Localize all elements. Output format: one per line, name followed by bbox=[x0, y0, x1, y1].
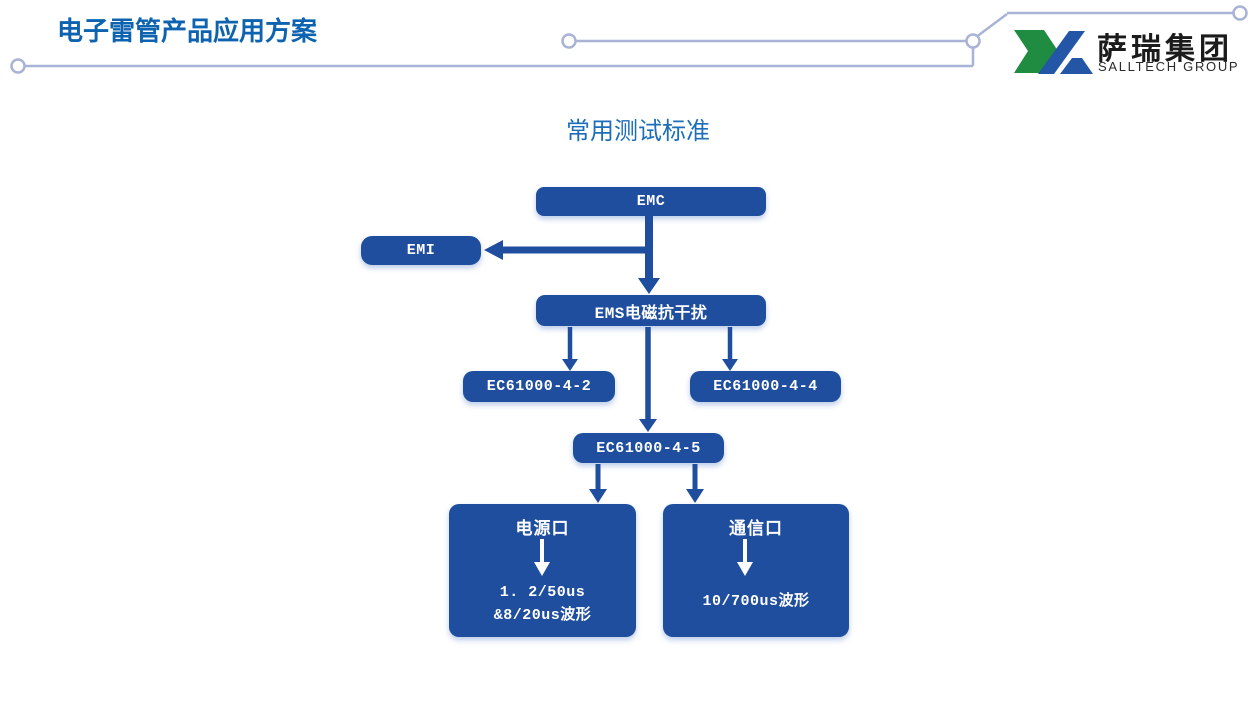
node-ec61000-4-4-label: EC61000-4-4 bbox=[713, 378, 818, 395]
comm-port-label: 通信口 bbox=[729, 521, 783, 540]
logo-company-name-en: SALLTECH GROUP bbox=[1098, 59, 1240, 74]
node-emc-label: EMC bbox=[636, 193, 666, 210]
node-ems: EMS电磁抗干扰 bbox=[536, 295, 766, 326]
connector-ems-to-ec2 bbox=[562, 327, 578, 371]
connector-emc-to-emi bbox=[484, 240, 652, 260]
power-port-waveform-line1: 1. 2/50us bbox=[499, 584, 586, 601]
logo-company-name-cn: 萨瑞集团 bbox=[1097, 33, 1233, 66]
node-emc: EMC bbox=[536, 187, 766, 216]
page-title: 电子雷管产品应用方案 bbox=[57, 16, 318, 46]
comm-port-waveform-line1: 10/700us波形 bbox=[702, 592, 810, 610]
node-power-port: 电源口 1. 2/50us &8/20us波形 bbox=[449, 504, 636, 637]
connector-ec5-to-power bbox=[589, 464, 607, 503]
node-emi: EMI bbox=[361, 236, 481, 265]
salltech-logo-icon bbox=[1014, 30, 1093, 74]
power-port-waveform-line2: &8/20us波形 bbox=[493, 606, 592, 624]
node-ec61000-4-5-label: EC61000-4-5 bbox=[596, 439, 701, 457]
node-ec61000-4-2-label: EC61000-4-2 bbox=[486, 378, 592, 395]
node-ems-label: EMS电磁抗干扰 bbox=[594, 304, 708, 323]
connector-ec5-to-comm bbox=[686, 464, 704, 503]
node-ec61000-4-4: EC61000-4-4 bbox=[690, 371, 841, 402]
connector-ems-to-ec4 bbox=[722, 327, 738, 371]
power-port-waveform: 1. 2/50us &8/20us波形 bbox=[449, 582, 636, 627]
node-emi-label: EMI bbox=[406, 242, 436, 259]
connector-emc-to-ems bbox=[638, 216, 660, 294]
connector-ems-to-ec5 bbox=[639, 327, 657, 432]
comm-port-waveform: 10/700us波形 bbox=[663, 591, 849, 614]
node-comm-port: 通信口 10/700us波形 bbox=[663, 504, 849, 637]
node-ec61000-4-5: EC61000-4-5 bbox=[573, 433, 724, 463]
diagram-title: 常用测试标准 bbox=[566, 118, 710, 145]
node-ec61000-4-2: EC61000-4-2 bbox=[463, 371, 615, 402]
power-port-label: 电源口 bbox=[515, 521, 570, 540]
